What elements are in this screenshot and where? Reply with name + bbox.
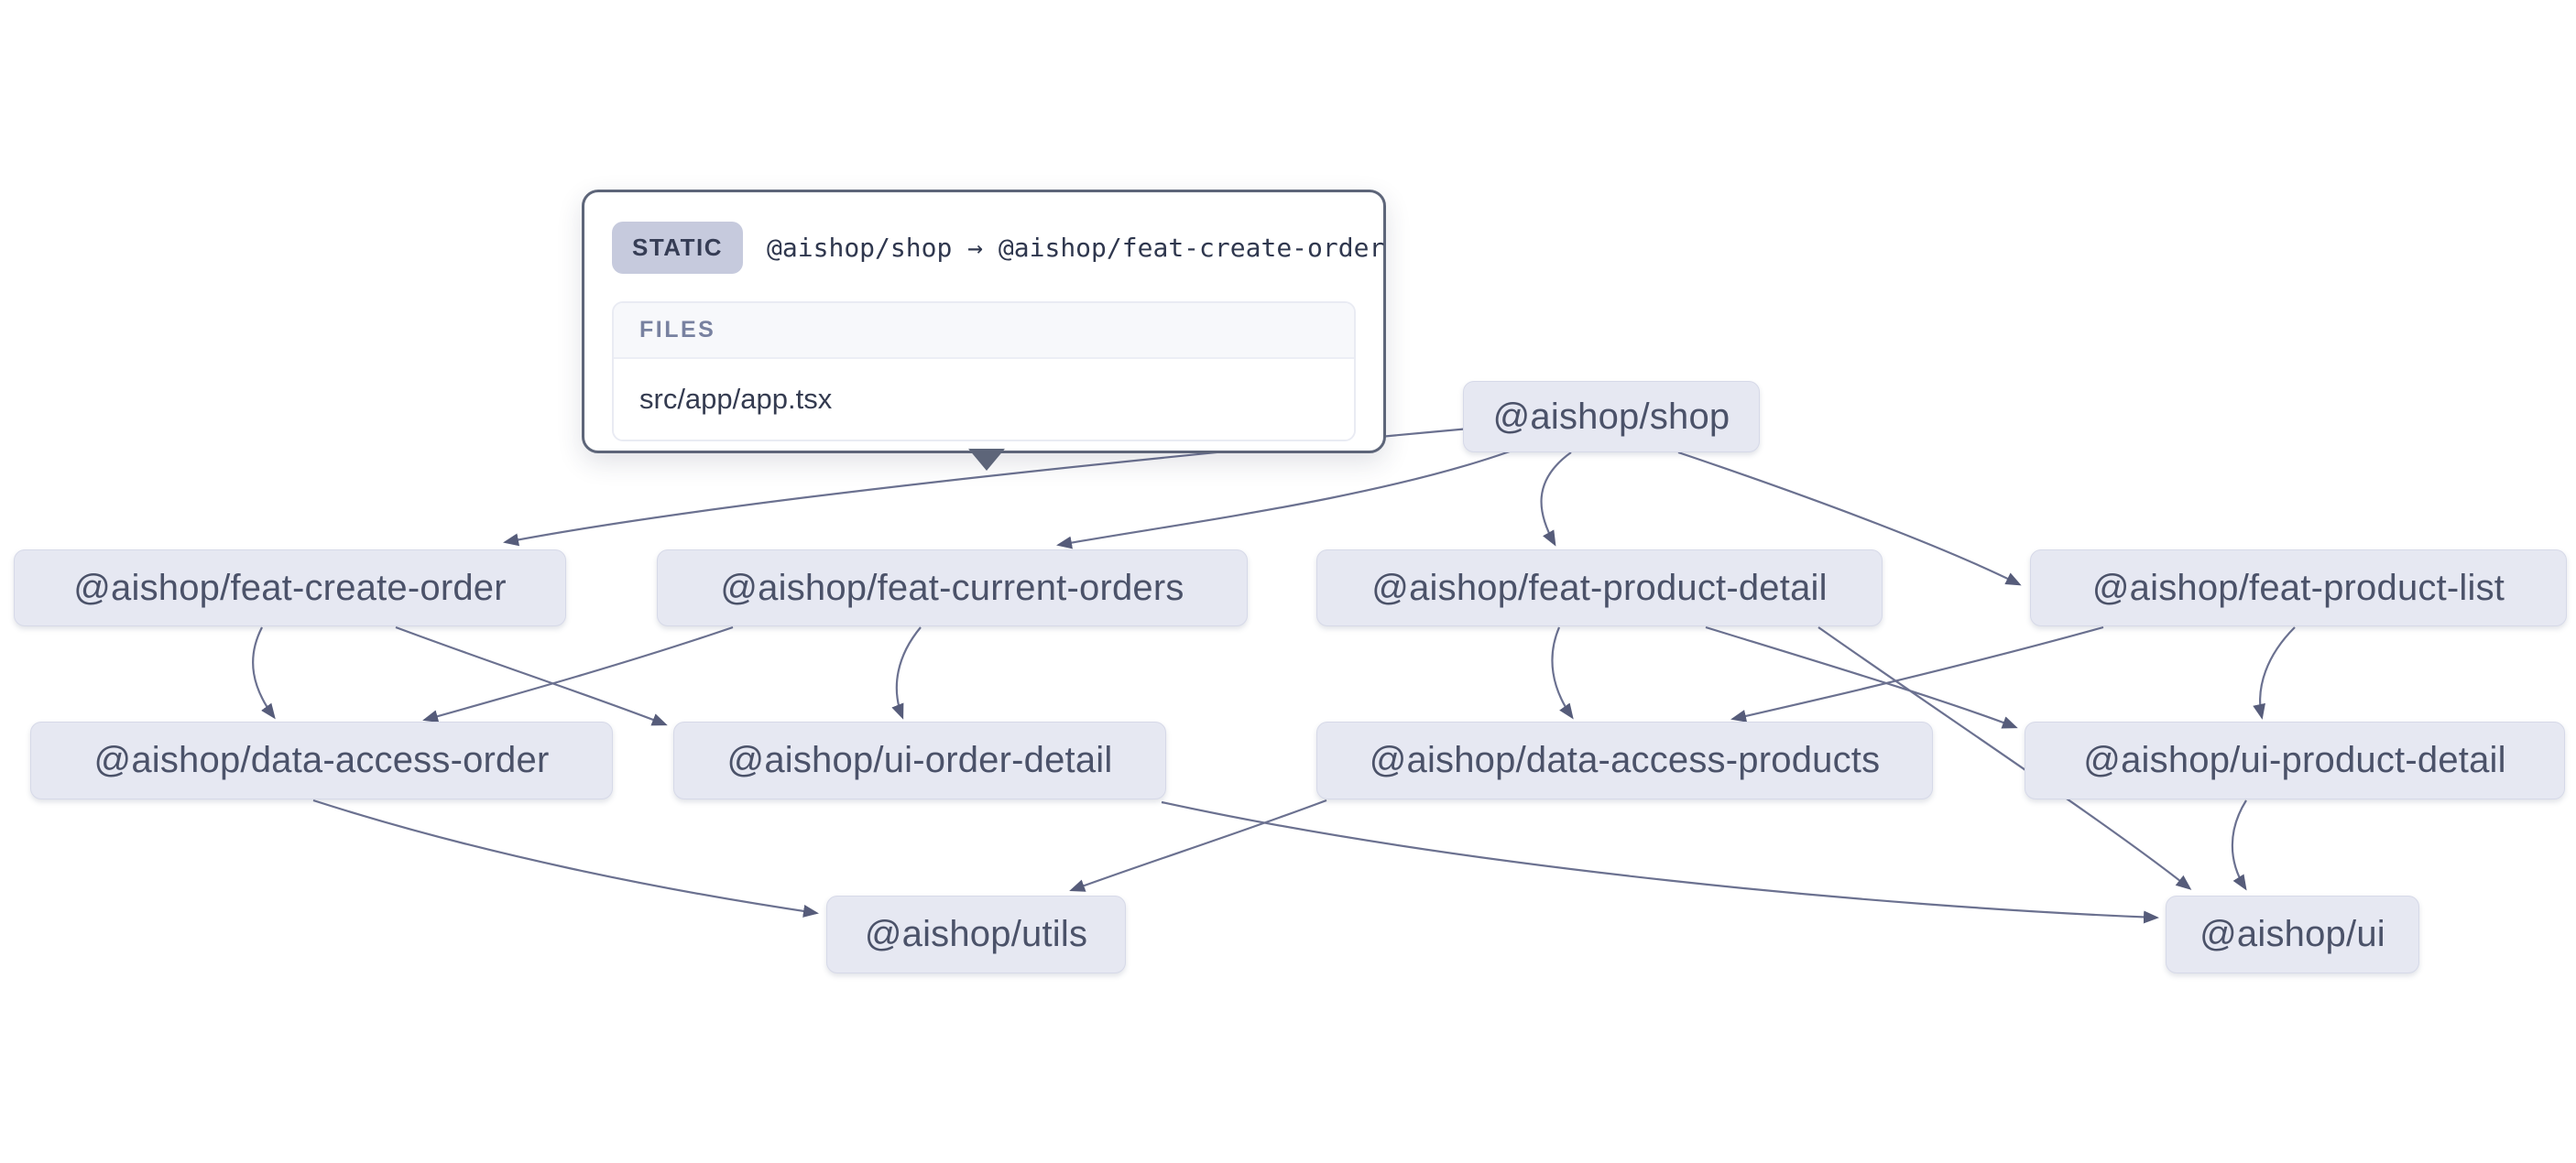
edge-feat-current-orders--ui-order-detail[interactable]: [891, 626, 922, 720]
edge-feat-product-list--data-access-products[interactable]: [1730, 625, 2104, 723]
edge-ui-product-detail--ui[interactable]: [2231, 799, 2247, 891]
file-path[interactable]: src/app/app.tsx: [614, 359, 1354, 440]
edge-feat-product-detail--ui-product-detail[interactable]: [1705, 625, 2018, 729]
edge-shop--feat-current-orders[interactable]: [1056, 450, 1511, 549]
edge-data-access-products--utils[interactable]: [1069, 799, 1327, 892]
edge-feat-create-order--data-access-order[interactable]: [252, 626, 276, 720]
node-shop[interactable]: @aishop/shop: [1463, 381, 1760, 452]
edge-feat-current-orders--data-access-order[interactable]: [422, 625, 734, 723]
node-ui-order-detail[interactable]: @aishop/ui-order-detail: [673, 722, 1166, 799]
edge-feat-product-list--ui-product-detail[interactable]: [2253, 626, 2296, 720]
edge-type-badge: STATIC: [612, 222, 744, 274]
node-ui[interactable]: @aishop/ui: [2166, 896, 2419, 973]
edge-feat-product-detail--ui[interactable]: [1817, 626, 2192, 890]
files-section: FILES src/app/app.tsx: [612, 301, 1356, 441]
node-utils[interactable]: @aishop/utils: [826, 896, 1126, 973]
node-feat-product-detail[interactable]: @aishop/feat-product-detail: [1316, 549, 1883, 626]
node-data-access-products[interactable]: @aishop/data-access-products: [1316, 722, 1933, 799]
node-ui-product-detail[interactable]: @aishop/ui-product-detail: [2025, 722, 2565, 799]
node-feat-create-order[interactable]: @aishop/feat-create-order: [14, 549, 566, 626]
edge-feat-create-order--ui-order-detail[interactable]: [395, 625, 668, 726]
node-data-access-order[interactable]: @aishop/data-access-order: [30, 722, 613, 799]
node-feat-product-list[interactable]: @aishop/feat-product-list: [2030, 549, 2567, 626]
edge-ui-order-detail--ui[interactable]: [1161, 800, 2159, 924]
node-feat-current-orders[interactable]: @aishop/feat-current-orders: [657, 549, 1248, 626]
edge-data-access-order--utils[interactable]: [312, 799, 819, 918]
edge-shop--feat-product-detail[interactable]: [1540, 451, 1572, 547]
edge-shop--feat-product-list[interactable]: [1677, 451, 2022, 586]
edge-feat-product-detail--data-access-products[interactable]: [1551, 626, 1574, 720]
tooltip-pointer-icon: [968, 449, 1005, 471]
edge-label: @aishop/shop → @aishop/feat-create-order: [767, 233, 1385, 263]
tooltip-header-row: STATIC @aishop/shop → @aishop/feat-creat…: [584, 192, 1385, 274]
files-section-header: FILES: [614, 303, 1354, 359]
edge-tooltip: STATIC @aishop/shop → @aishop/feat-creat…: [582, 190, 1386, 471]
